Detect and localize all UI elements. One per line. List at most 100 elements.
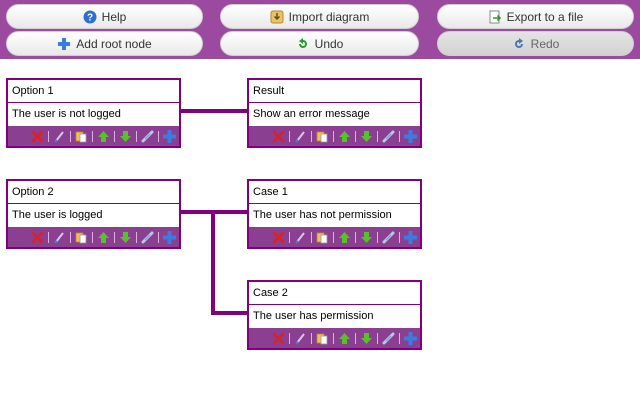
- action-separator: [333, 231, 334, 243]
- toolbar: ? Help Import diagram Export to a file A…: [0, 0, 640, 59]
- action-separator: [333, 130, 334, 142]
- move-up-icon[interactable]: [337, 331, 352, 346]
- help-label: Help: [101, 9, 127, 24]
- action-separator: [114, 130, 115, 142]
- node-action-bar: [8, 126, 179, 146]
- connector-option1-result: [181, 109, 248, 113]
- link-icon[interactable]: [381, 129, 396, 144]
- copy-icon[interactable]: [315, 129, 330, 144]
- node-text: The user is logged: [12, 209, 103, 221]
- delete-icon[interactable]: [271, 129, 286, 144]
- node-option-1[interactable]: Option 1 The user is not logged: [6, 78, 181, 148]
- node-title: Case 2: [249, 282, 420, 305]
- connector-option2-case2: [211, 311, 248, 315]
- copy-icon[interactable]: [74, 230, 89, 245]
- redo-button[interactable]: Redo: [437, 31, 634, 56]
- copy-icon[interactable]: [315, 230, 330, 245]
- add-child-icon[interactable]: [403, 331, 418, 346]
- move-down-icon[interactable]: [359, 331, 374, 346]
- node-case-2[interactable]: Case 2 The user has permission: [247, 280, 422, 350]
- node-text: Show an error message: [253, 108, 370, 120]
- action-separator: [377, 130, 378, 142]
- edit-icon[interactable]: [52, 230, 67, 245]
- edit-icon[interactable]: [293, 331, 308, 346]
- action-separator: [158, 231, 159, 243]
- action-separator: [136, 130, 137, 142]
- action-separator: [355, 231, 356, 243]
- action-separator: [48, 130, 49, 142]
- action-separator: [92, 231, 93, 243]
- action-separator: [311, 130, 312, 142]
- action-separator: [377, 332, 378, 344]
- node-action-bar: [249, 227, 420, 247]
- action-separator: [399, 130, 400, 142]
- export-file-button[interactable]: Export to a file: [437, 4, 634, 29]
- add-child-icon[interactable]: [403, 230, 418, 245]
- copy-icon[interactable]: [315, 331, 330, 346]
- delete-icon[interactable]: [271, 331, 286, 346]
- edit-icon[interactable]: [52, 129, 67, 144]
- move-down-icon[interactable]: [359, 129, 374, 144]
- export-icon: [489, 10, 501, 23]
- node-action-bar: [249, 126, 420, 146]
- delete-icon[interactable]: [30, 230, 45, 245]
- delete-icon[interactable]: [271, 230, 286, 245]
- undo-icon: [298, 37, 307, 48]
- import-diagram-label: Import diagram: [288, 9, 370, 24]
- node-action-bar: [8, 227, 179, 247]
- move-down-icon[interactable]: [118, 129, 133, 144]
- link-icon[interactable]: [381, 331, 396, 346]
- help-button[interactable]: ? Help: [6, 4, 203, 29]
- action-separator: [289, 332, 290, 344]
- node-text: The user is not logged: [12, 108, 121, 120]
- undo-label: Undo: [314, 36, 344, 51]
- undo-button[interactable]: Undo: [220, 31, 419, 56]
- delete-icon[interactable]: [30, 129, 45, 144]
- export-file-label: Export to a file: [506, 9, 584, 24]
- copy-icon[interactable]: [74, 129, 89, 144]
- link-icon[interactable]: [140, 129, 155, 144]
- node-title: Option 2: [8, 181, 179, 204]
- edit-icon[interactable]: [293, 129, 308, 144]
- move-down-icon[interactable]: [359, 230, 374, 245]
- add-root-node-button[interactable]: Add root node: [6, 31, 203, 56]
- add-child-icon[interactable]: [162, 230, 177, 245]
- action-separator: [333, 332, 334, 344]
- node-text: The user has not permission: [253, 209, 392, 221]
- redo-icon: [514, 37, 523, 48]
- node-title: Result: [249, 80, 420, 103]
- move-up-icon[interactable]: [96, 129, 111, 144]
- node-case-1[interactable]: Case 1 The user has not permission: [247, 179, 422, 249]
- node-result[interactable]: Result Show an error message: [247, 78, 422, 148]
- link-icon[interactable]: [140, 230, 155, 245]
- add-root-node-label: Add root node: [76, 36, 152, 51]
- node-option-2[interactable]: Option 2 The user is logged: [6, 179, 181, 249]
- move-up-icon[interactable]: [96, 230, 111, 245]
- action-separator: [114, 231, 115, 243]
- action-separator: [70, 231, 71, 243]
- connector-option2-vertical: [211, 210, 215, 314]
- import-icon: [270, 10, 284, 23]
- node-title: Case 1: [249, 181, 420, 204]
- node-action-bar: [249, 328, 420, 348]
- svg-text:?: ?: [87, 12, 93, 23]
- plus-icon: [58, 37, 71, 50]
- import-diagram-button[interactable]: Import diagram: [220, 4, 419, 29]
- action-separator: [355, 332, 356, 344]
- action-separator: [48, 231, 49, 243]
- action-separator: [311, 332, 312, 344]
- action-separator: [289, 231, 290, 243]
- action-separator: [136, 231, 137, 243]
- redo-label: Redo: [530, 36, 560, 51]
- action-separator: [158, 130, 159, 142]
- add-child-icon[interactable]: [162, 129, 177, 144]
- add-child-icon[interactable]: [403, 129, 418, 144]
- move-up-icon[interactable]: [337, 230, 352, 245]
- action-separator: [355, 130, 356, 142]
- edit-icon[interactable]: [293, 230, 308, 245]
- link-icon[interactable]: [381, 230, 396, 245]
- node-title: Option 1: [8, 80, 179, 103]
- action-separator: [289, 130, 290, 142]
- move-down-icon[interactable]: [118, 230, 133, 245]
- move-up-icon[interactable]: [337, 129, 352, 144]
